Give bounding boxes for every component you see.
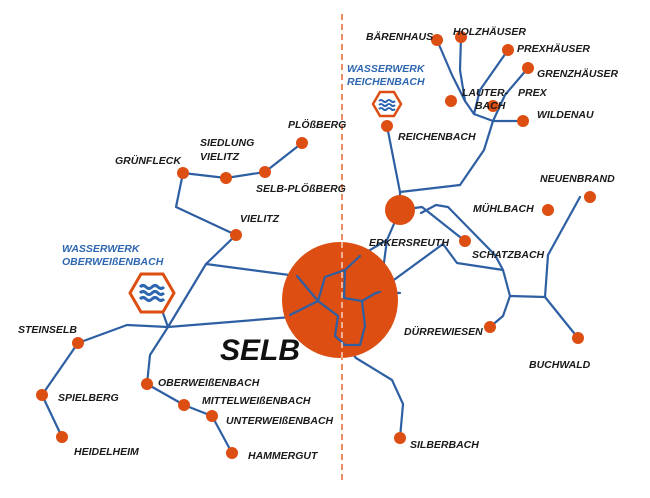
node-vielitz [230, 229, 242, 241]
node-wildenau [517, 115, 529, 127]
water-waves-hexagon-icon [371, 90, 403, 118]
label-siedlung-vielitz-line2: VIELITZ [200, 151, 240, 163]
label-erkersreuth: ERKERSREUTH [369, 237, 449, 249]
label-reichenbach: REICHENBACH [398, 131, 476, 143]
node-buchwald [572, 332, 584, 344]
label-muehlbach: MÜHLBACH [473, 202, 534, 215]
label-holzhaeuser: HOLZHÄUSER [453, 25, 526, 38]
node-unterweissenbach [206, 410, 218, 422]
label-mittelweissenbach: MITTELWEIßENBACH [202, 395, 311, 407]
label-ploessberg: PLÖßBERG [288, 118, 346, 131]
waterworks-oberweissenbach-label-line2: OBERWEIßENBACH [62, 256, 164, 268]
label-heidelheim: HEIDELHEIM [74, 446, 139, 458]
label-unterweissenbach: UNTERWEIßENBACH [226, 415, 334, 427]
node-spielberg [36, 389, 48, 401]
node-grenzhaeuser [522, 62, 534, 74]
node-neuenbrand [584, 191, 596, 203]
label-lauterbach-line2: BACH [475, 100, 506, 112]
waterworks-reichenbach-label-line1: WASSERWERK [347, 63, 426, 75]
node-selb-ploessberg [259, 166, 271, 178]
label-prexhaeuser: PREXHÄUSER [517, 42, 590, 55]
node-schatzbach [459, 235, 471, 247]
place-labels: BÄRENHAUS HOLZHÄUSER PREXHÄUSER GRENZHÄU… [18, 25, 619, 462]
label-spielberg: SPIELBERG [58, 392, 119, 404]
node-lauterbach [445, 95, 457, 107]
water-waves-hexagon-icon [128, 272, 176, 314]
label-oberweissenbach: OBERWEIßENBACH [158, 377, 260, 389]
node-gruenfleck [177, 167, 189, 179]
node-silberbach [394, 432, 406, 444]
erkersreuth-hub [385, 195, 415, 225]
label-vielitz: VIELITZ [240, 213, 280, 225]
label-steinselb: STEINSELB [18, 324, 77, 336]
label-hammergut: HAMMERGUT [248, 450, 319, 462]
label-grenzhaeuser: GRENZHÄUSER [537, 67, 619, 80]
label-wildenau: WILDENAU [537, 109, 594, 121]
label-silberbach: SILBERBACH [410, 439, 479, 451]
waterworks-reichenbach-label-line2: REICHENBACH [347, 76, 425, 88]
label-selb-ploessberg: SELB-PLÖßBERG [256, 182, 346, 195]
node-prexhaeuser [502, 44, 514, 56]
node-duerrewiesen [484, 321, 496, 333]
label-duerrewiesen: DÜRREWIESEN [404, 325, 483, 338]
label-siedlung-vielitz-line1: SIEDLUNG [200, 137, 254, 149]
city-label: SELB [220, 334, 300, 367]
node-heidelheim [56, 431, 68, 443]
label-baerenhaus: BÄRENHAUS [366, 30, 433, 43]
waterworks-oberweissenbach-label-line1: WASSERWERK [62, 243, 141, 255]
node-mittelweissenbach [178, 399, 190, 411]
label-gruenfleck: GRÜNFLECK [115, 154, 182, 167]
selb-city-circle [282, 242, 398, 358]
label-prex: PREX [518, 87, 548, 99]
label-neuenbrand: NEUENBRAND [540, 173, 615, 185]
label-lauterbach-line1: LAUTER- [462, 87, 509, 99]
node-muehlbach [542, 204, 554, 216]
node-steinselb [72, 337, 84, 349]
node-oberweissenbach [141, 378, 153, 390]
node-reichenbach [381, 120, 393, 132]
node-prex [487, 100, 499, 112]
node-baerenhaus [431, 34, 443, 46]
node-siedlung-vielitz [220, 172, 232, 184]
label-schatzbach: SCHATZBACH [472, 249, 545, 261]
node-ploessberg [296, 137, 308, 149]
place-nodes [36, 31, 596, 459]
node-hammergut [226, 447, 238, 459]
label-buchwald: BUCHWALD [529, 359, 591, 371]
city-pipelines [288, 254, 382, 347]
node-holzhaeuser [455, 31, 467, 43]
